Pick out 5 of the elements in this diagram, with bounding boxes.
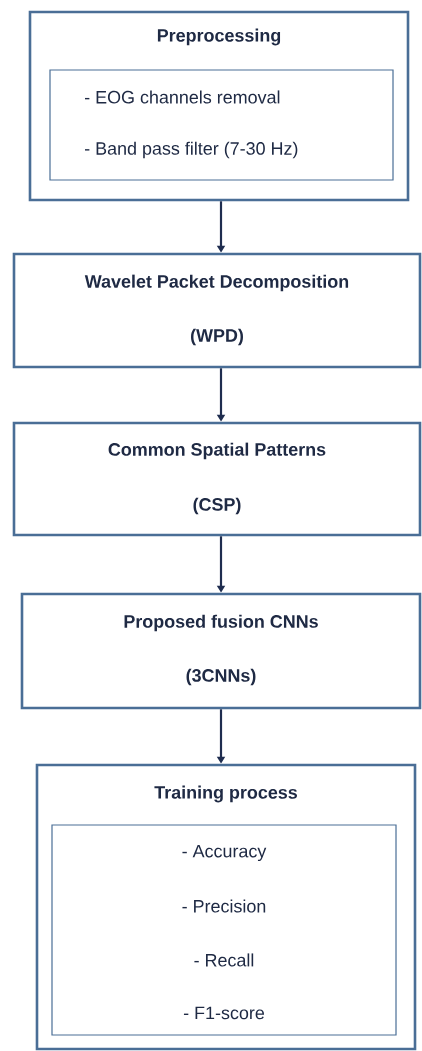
process-box: Wavelet Packet Decomposition (WPD) [12, 252, 422, 369]
list-box: - EOG channels removal - Band pass filter (7-30 Hz) [49, 69, 394, 181]
process-box: Common Spatial Patterns (CSP) [12, 421, 422, 537]
process-box: Proposed fusion CNNs (3CNNs) [20, 592, 422, 710]
list-box: - Accuracy - Precision - Recall - F1-score [51, 824, 397, 1036]
